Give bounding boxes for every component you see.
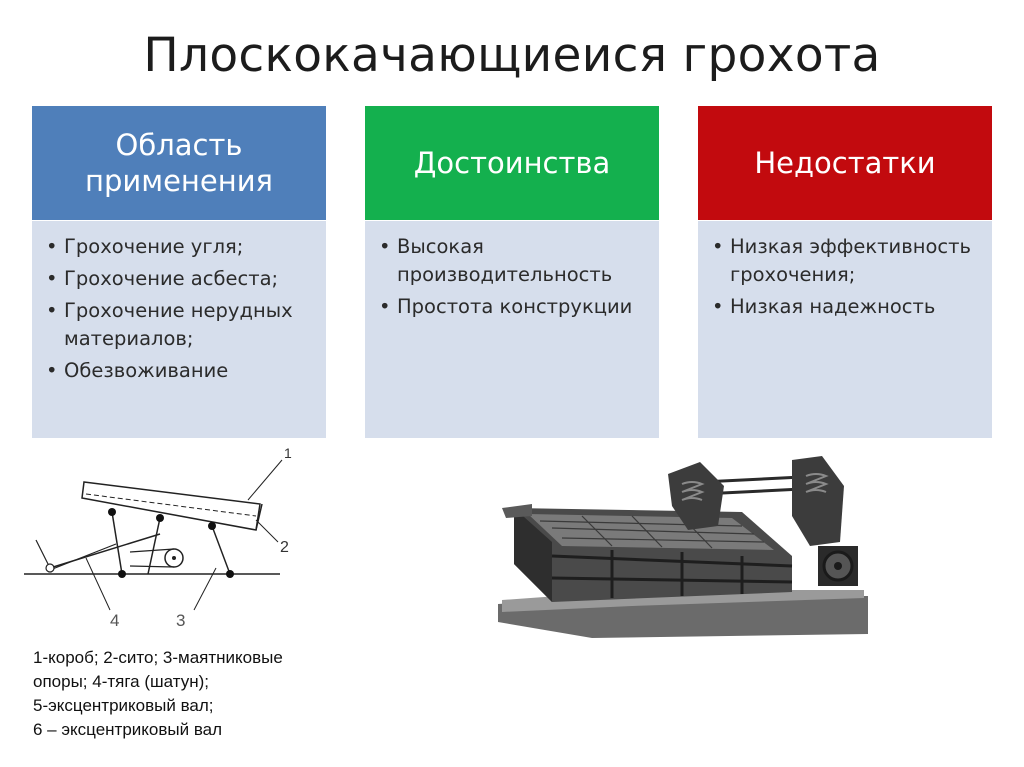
left-stand (35, 539, 51, 569)
application-card-title: Область применения (85, 128, 273, 198)
disadvantages-card: Недостатки Низкая эффективность грохочен… (698, 106, 992, 438)
list-item: Высокая производительность (375, 233, 632, 289)
list-item: Низкая надежность (708, 293, 982, 321)
pendulum-support (147, 517, 161, 575)
left-pivot (45, 563, 55, 573)
joint (118, 570, 126, 578)
leader-line (85, 557, 111, 611)
drive-belt (129, 565, 175, 568)
disadvantages-list: Низкая эффективность грохочения; Низкая … (708, 233, 982, 321)
disadvantages-card-title: Недостатки (754, 146, 936, 180)
joint (156, 514, 164, 522)
joint (208, 522, 216, 530)
screen-schematic-diagram: 1 2 3 4 (24, 445, 292, 630)
leader-line (247, 459, 283, 501)
advantages-card-header: Достоинства (365, 106, 659, 221)
advantages-card: Достоинства Высокая производительность П… (365, 106, 659, 438)
disadvantages-card-header: Недостатки (698, 106, 992, 221)
pendulum-support (211, 525, 231, 575)
spring-coils (681, 473, 829, 501)
callout-label-1: 1 (284, 445, 292, 461)
callout-label-3: 3 (176, 611, 185, 630)
advantages-card-title: Достоинства (413, 146, 611, 180)
pulley-hub (834, 562, 842, 570)
list-item: Простота конструкции (375, 293, 649, 321)
legend-line: 6 – эксцентриковый вал (33, 720, 223, 739)
box-flap (255, 503, 263, 531)
connecting-rod (49, 543, 117, 571)
application-card: Область применения Грохочение угля; Грох… (32, 106, 326, 438)
list-item: Грохочение угля; (42, 233, 316, 261)
list-item: Низкая эффективность грохочения; (708, 233, 982, 289)
pendulum-support (111, 511, 123, 575)
screen-machine-photo (498, 456, 868, 638)
front-lip (502, 504, 532, 518)
list-item: Обезвоживание (42, 357, 316, 385)
joint (226, 570, 234, 578)
frame-ribs (551, 550, 793, 598)
diagram-legend: 1-короб; 2-сито; 3-маятниковые опоры; 4-… (33, 646, 343, 742)
leader-line (193, 567, 217, 611)
application-card-header: Область применения (32, 106, 326, 221)
legend-line: 5-эксцентриковый вал; (33, 696, 214, 715)
list-item: Грохочение асбеста; (42, 265, 316, 293)
legend-line: опоры; 4-тяга (шатун); (33, 672, 209, 691)
screen-box (81, 481, 261, 531)
spring-tower-left (668, 462, 724, 530)
disadvantages-card-body: Низкая эффективность грохочения; Низкая … (698, 221, 992, 321)
leader-line (255, 519, 279, 543)
joint (108, 508, 116, 516)
sieve-line (85, 493, 257, 517)
application-list: Грохочение угля; Грохочение асбеста; Гро… (42, 233, 316, 385)
callout-label-4: 4 (110, 611, 119, 630)
callout-label-2: 2 (280, 539, 289, 556)
list-item: Грохочение нерудных материалов; (42, 297, 316, 353)
application-card-body: Грохочение угля; Грохочение асбеста; Гро… (32, 221, 326, 385)
screen-body-side (514, 508, 552, 602)
drive-belt (129, 548, 175, 553)
eccentric-center (172, 556, 176, 560)
legend-line: 1-короб; 2-сито; 3-маятниковые (33, 648, 283, 667)
spring-tower-right (792, 456, 844, 546)
page-title: Плоскокачающиеися грохота (143, 28, 881, 83)
advantages-list: Высокая производительность Простота конс… (375, 233, 649, 321)
advantages-card-body: Высокая производительность Простота конс… (365, 221, 659, 321)
